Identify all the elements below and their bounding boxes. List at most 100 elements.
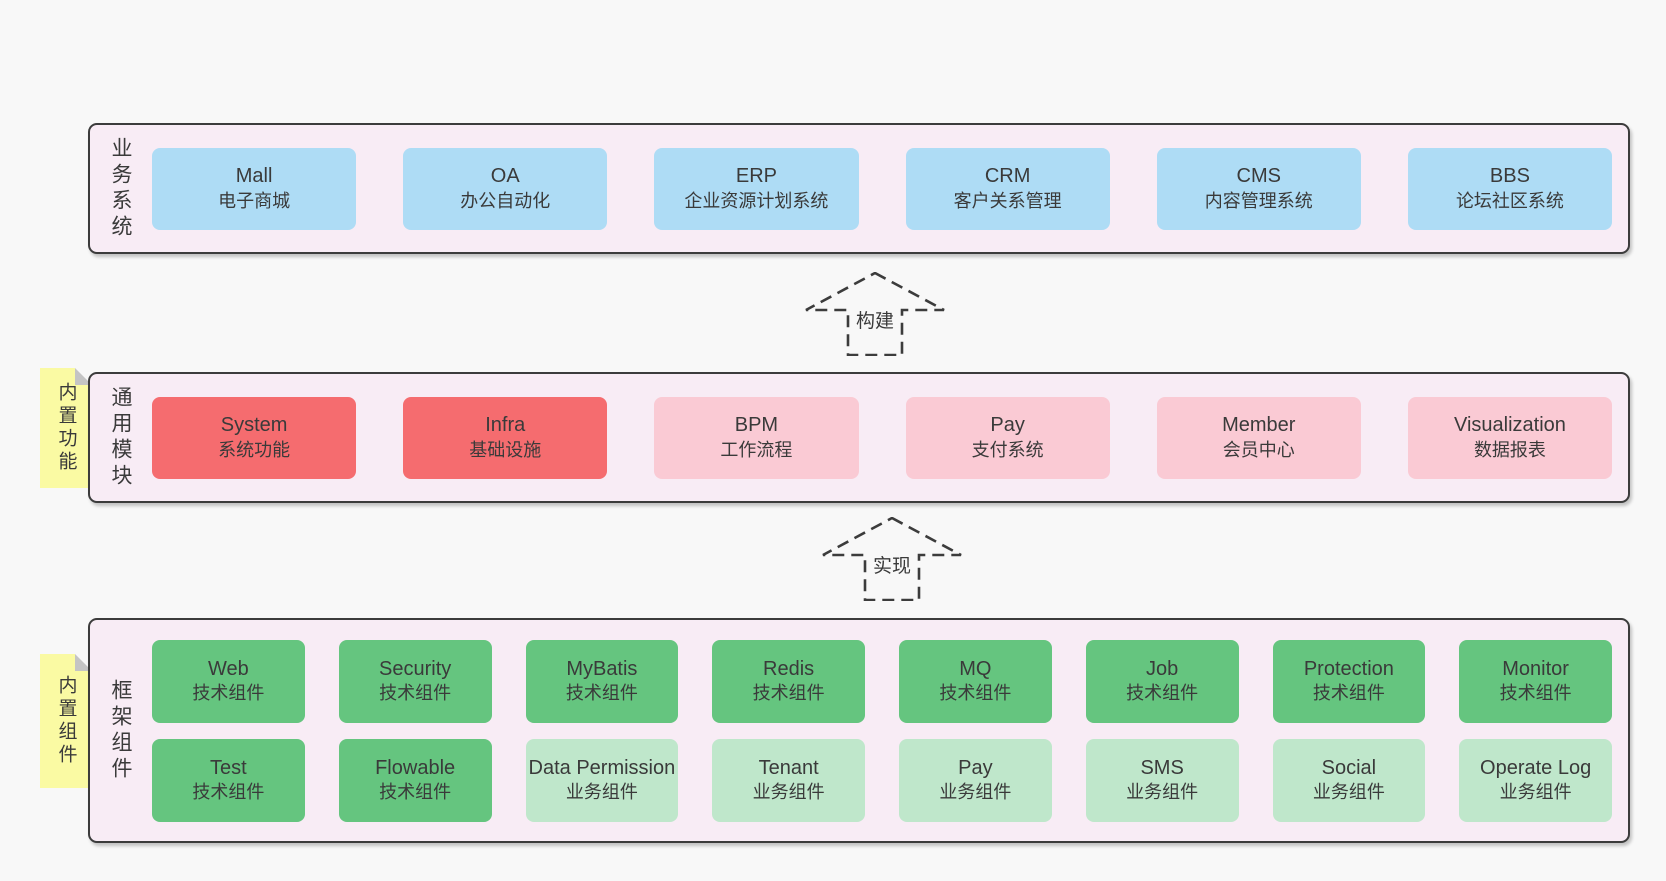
box-title: Data Permission: [528, 756, 676, 779]
box-member: Member 会员中心: [1156, 396, 1361, 479]
sticky-note-built-in-features: 内置功能: [40, 368, 92, 488]
box-test: Test 技术组件: [152, 738, 305, 822]
box-title: MyBatis: [566, 657, 638, 680]
box-title: Mall: [235, 165, 273, 188]
box-cms: CMS 内容管理系统: [1156, 147, 1361, 230]
build-arrow: 构建: [805, 272, 945, 356]
box-sms: SMS 业务组件: [1085, 738, 1239, 822]
box-subtitle: 客户关系管理: [953, 190, 1062, 211]
box-subtitle: 支付系统: [971, 439, 1044, 460]
box-subtitle: 技术组件: [379, 683, 452, 704]
box-title: Protection: [1303, 657, 1394, 680]
box-subtitle: 技术组件: [1126, 683, 1199, 704]
box-system: System 系统功能: [152, 396, 357, 479]
arrow-label-backing: [867, 552, 917, 580]
box-subtitle: 业务组件: [1499, 782, 1572, 803]
arrow-label: 构建: [856, 310, 894, 332]
box-subtitle: 业务组件: [1126, 782, 1199, 803]
box-title: CMS: [1236, 165, 1281, 188]
box-monitor: Monitor 技术组件: [1459, 639, 1612, 723]
box-subtitle: 内容管理系统: [1204, 190, 1313, 211]
box-subtitle: 基础设施: [469, 439, 542, 460]
box-subtitle: 工作流程: [720, 439, 793, 460]
box-oa: OA 办公自动化: [403, 147, 608, 230]
box-title: Operate Log: [1480, 756, 1592, 779]
box-mq: MQ 技术组件: [899, 639, 1052, 723]
box-title: Pay: [958, 756, 993, 779]
box-subtitle: 技术组件: [1312, 683, 1385, 704]
box-operate-log: Operate Log 业务组件: [1459, 738, 1612, 822]
box-subtitle: 技术组件: [1499, 683, 1572, 704]
box-protection: Protection 技术组件: [1272, 639, 1426, 723]
box-title: Monitor: [1502, 657, 1569, 680]
band-framework-components: 框架组件 Web 技术组件 Security 技术组件 MyBatis 技术组件…: [88, 618, 1630, 843]
box-title: Redis: [763, 657, 815, 680]
box-mall: Mall 电子商城: [152, 147, 357, 230]
box-title: Pay: [990, 414, 1025, 437]
box-subtitle: 业务组件: [752, 782, 825, 803]
arrow-label: 实现: [873, 555, 911, 577]
box-title: Tenant: [758, 756, 819, 779]
box-subtitle: 技术组件: [565, 683, 638, 704]
box-pay-biz: Pay 业务组件: [899, 738, 1052, 822]
box-tenant: Tenant 业务组件: [712, 738, 865, 822]
box-social: Social 业务组件: [1272, 738, 1426, 822]
box-title: Member: [1222, 414, 1296, 437]
box-job: Job 技术组件: [1085, 639, 1239, 723]
box-title: Social: [1321, 756, 1377, 779]
box-subtitle: 办公自动化: [460, 190, 551, 211]
band-business-systems: 业务系统 Mall 电子商城 OA 办公自动化 ERP 企业资源计划系统 CRM…: [88, 123, 1630, 254]
implement-arrow: 实现: [822, 517, 962, 601]
box-title: Visualization: [1453, 414, 1566, 437]
box-subtitle: 技术组件: [192, 683, 265, 704]
box-title: OA: [490, 165, 520, 188]
box-subtitle: 电子商城: [218, 190, 291, 211]
box-erp: ERP 企业资源计划系统: [654, 147, 859, 230]
box-security: Security 技术组件: [338, 639, 492, 723]
box-web: Web 技术组件: [152, 639, 305, 723]
box-title: ERP: [735, 165, 777, 188]
block-arrow-up-icon: [805, 272, 945, 356]
band-label-common-modules: 通用模块: [109, 385, 132, 490]
box-title: System: [220, 414, 288, 437]
box-crm: CRM 客户关系管理: [905, 147, 1110, 230]
box-title: Infra: [485, 414, 526, 437]
box-title: SMS: [1140, 756, 1184, 779]
arrow-label-backing: [850, 307, 900, 335]
box-bpm: BPM 工作流程: [654, 396, 859, 479]
band-label-business-systems: 业务系统: [109, 136, 132, 241]
common-box-row: System 系统功能 Infra 基础设施 BPM 工作流程 Pay 支付系统…: [152, 396, 1613, 479]
box-subtitle: 会员中心: [1222, 439, 1295, 460]
box-title: BBS: [1489, 165, 1530, 188]
box-bbs: BBS 论坛社区系统: [1407, 147, 1613, 230]
box-subtitle: 技术组件: [379, 782, 452, 803]
box-flowable: Flowable 技术组件: [338, 738, 492, 822]
box-title: Test: [210, 756, 247, 779]
box-title: CRM: [984, 165, 1031, 188]
box-title: Flowable: [375, 756, 456, 779]
box-title: MQ: [959, 657, 992, 680]
band-label-framework-components: 框架组件: [109, 678, 132, 783]
business-box-row: Mall 电子商城 OA 办公自动化 ERP 企业资源计划系统 CRM 客户关系…: [152, 147, 1613, 230]
box-subtitle: 论坛社区系统: [1455, 190, 1564, 211]
box-subtitle: 技术组件: [752, 683, 825, 704]
box-redis: Redis 技术组件: [712, 639, 865, 723]
box-data-permission: Data Permission 业务组件: [525, 738, 679, 822]
box-visualization: Visualization 数据报表: [1407, 396, 1613, 479]
box-subtitle: 系统功能: [218, 439, 291, 460]
box-infra: Infra 基础设施: [403, 396, 608, 479]
box-subtitle: 技术组件: [192, 782, 265, 803]
band-common-modules: 通用模块 System 系统功能 Infra 基础设施 BPM 工作流程 Pay…: [88, 372, 1630, 503]
box-subtitle: 业务组件: [939, 782, 1012, 803]
sticky-note-built-in-components: 内置组件: [40, 654, 92, 788]
framework-box-grid: Web 技术组件 Security 技术组件 MyBatis 技术组件 Redi…: [152, 639, 1612, 822]
box-title: BPM: [734, 414, 779, 437]
box-title: Security: [379, 657, 452, 680]
box-subtitle: 企业资源计划系统: [684, 190, 829, 211]
box-mybatis: MyBatis 技术组件: [525, 639, 679, 723]
box-subtitle: 业务组件: [1312, 782, 1385, 803]
box-subtitle: 技术组件: [939, 683, 1012, 704]
box-title: Web: [207, 657, 249, 680]
box-subtitle: 业务组件: [565, 782, 638, 803]
box-pay: Pay 支付系统: [905, 396, 1110, 479]
